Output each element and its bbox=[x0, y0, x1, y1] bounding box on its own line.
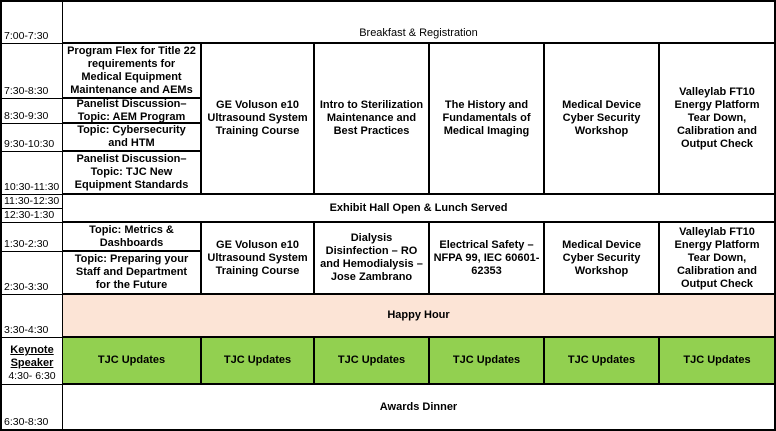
time-330-430: 3:30-4:30 bbox=[2, 295, 63, 338]
session-electrical-safety: Electrical Safety – NFPA 99, IEC 60601- … bbox=[430, 223, 545, 295]
breakfast-banner: Breakfast & Registration bbox=[63, 2, 774, 44]
session-sterilization: Intro to Sterilization Maintenance and B… bbox=[315, 44, 430, 195]
session-medical-imaging: The History and Fundamentals of Medical … bbox=[430, 44, 545, 195]
tjc-updates-cell-3: TJC Updates bbox=[315, 338, 430, 385]
session-valleylab-am: Valleylab FT10 Energy Platform Tear Down… bbox=[660, 44, 774, 195]
session-tjc-standards: Panelist Discussion– Topic: TJC New Equi… bbox=[63, 152, 202, 195]
session-valleylab-pm: Valleylab FT10 Energy Platform Tear Down… bbox=[660, 223, 774, 295]
session-cybersecurity: Topic: Cybersecurity and HTM bbox=[63, 124, 202, 152]
time-630-830: 6:30-8:30 bbox=[2, 385, 63, 429]
session-future-prep: Topic: Preparing your Staff and Departme… bbox=[63, 252, 202, 295]
time-1230-130: 12:30-1:30 bbox=[2, 209, 63, 223]
session-cyber-workshop-pm: Medical Device Cyber Security Workshop bbox=[545, 223, 660, 295]
time-830-930: 8:30-9:30 bbox=[2, 99, 63, 124]
session-dialysis: Dialysis Disinfection – RO and Hemodialy… bbox=[315, 223, 430, 295]
time-700-730: 7:00-7:30 bbox=[2, 2, 63, 44]
time-230-330: 2:30-3:30 bbox=[2, 252, 63, 295]
session-metrics: Topic: Metrics & Dashboards bbox=[63, 223, 202, 252]
tjc-updates-cell-2: TJC Updates bbox=[202, 338, 315, 385]
session-ge-voluson-pm: GE Voluson e10 Ultrasound System Trainin… bbox=[202, 223, 315, 295]
session-cyber-workshop-am: Medical Device Cyber Security Workshop bbox=[545, 44, 660, 195]
lunch-banner: Exhibit Hall Open & Lunch Served bbox=[63, 195, 774, 223]
tjc-updates-cell-1: TJC Updates bbox=[63, 338, 202, 385]
time-1130-1230: 11:30-12:30 bbox=[2, 195, 63, 209]
time-130-230: 1:30-2:30 bbox=[2, 223, 63, 252]
tjc-updates-cell-5: TJC Updates bbox=[545, 338, 660, 385]
time-930-1030: 9:30-10:30 bbox=[2, 124, 63, 152]
session-ge-voluson-am: GE Voluson e10 Ultrasound System Trainin… bbox=[202, 44, 315, 195]
time-1030-1130: 10:30-11:30 bbox=[2, 152, 63, 195]
time-730-830: 7:30-8:30 bbox=[2, 44, 63, 99]
session-aem-panel: Panelist Discussion– Topic: AEM Program bbox=[63, 99, 202, 124]
tjc-updates-cell-6: TJC Updates bbox=[660, 338, 774, 385]
keynote-time: 4:30- 6:30 bbox=[8, 370, 56, 382]
awards-banner: Awards Dinner bbox=[379, 400, 458, 413]
keynote-speaker-cell: Keynote Speaker 4:30- 6:30 bbox=[2, 338, 63, 385]
session-program-flex: Program Flex for Title 22 requirements f… bbox=[63, 44, 202, 99]
keynote-label: Keynote Speaker bbox=[10, 344, 54, 369]
happy-hour-banner: Happy Hour bbox=[63, 295, 774, 338]
tjc-updates-cell-4: TJC Updates bbox=[430, 338, 545, 385]
